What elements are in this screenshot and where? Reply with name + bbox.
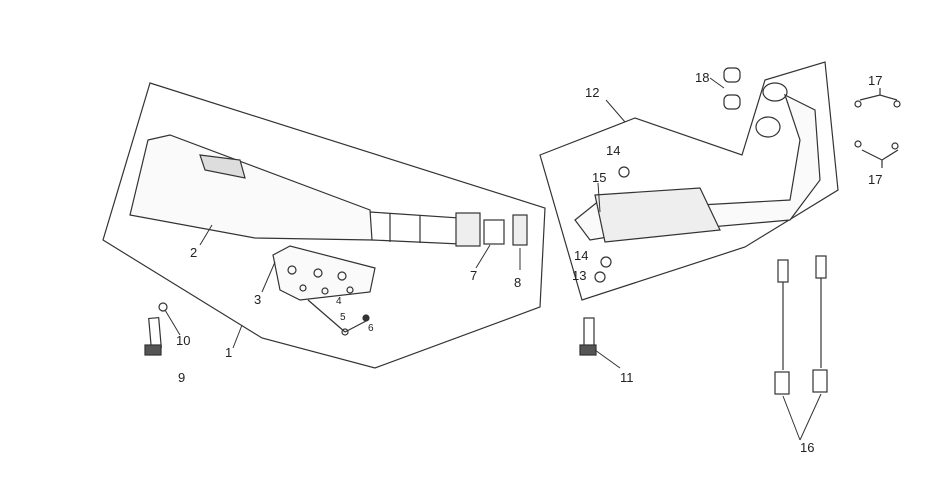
- label-5: 5: [340, 312, 346, 323]
- label-17-upper: 17: [868, 73, 883, 88]
- label-8: 8: [514, 275, 522, 290]
- label-17-lower: 17: [868, 172, 883, 187]
- label-13: 13: [572, 268, 587, 283]
- label-12: 12: [585, 85, 600, 100]
- nut-14-upper: [618, 166, 630, 178]
- clamp-8: [512, 214, 528, 246]
- bolt-9: [144, 316, 162, 356]
- label-11: 11: [620, 370, 634, 385]
- label-2: 2: [190, 245, 198, 260]
- label-1: 1: [225, 345, 233, 360]
- muffler-group-outline: [102, 82, 546, 369]
- label-14-lower: 14: [574, 248, 589, 263]
- label-6: 6: [368, 323, 374, 334]
- studs-17: [854, 88, 901, 168]
- oxygen-sensors-16: [774, 255, 828, 395]
- gasket-7: [483, 219, 505, 245]
- header-group-outline: [539, 61, 839, 301]
- exhaust-header: [574, 82, 821, 243]
- muffler: [129, 134, 481, 247]
- label-9: 9: [178, 370, 186, 385]
- gaskets-18: [723, 67, 741, 110]
- bolt-11: [579, 317, 597, 356]
- nut-14-lower: [600, 256, 612, 268]
- label-16: 16: [800, 440, 815, 455]
- label-15: 15: [592, 170, 607, 185]
- label-18: 18: [695, 70, 710, 85]
- leader-lines: [164, 77, 822, 441]
- label-4: 4: [336, 296, 342, 307]
- washer-13: [594, 271, 606, 283]
- heat-shield: [272, 245, 376, 336]
- label-3: 3: [254, 292, 262, 307]
- label-10: 10: [176, 333, 191, 348]
- label-7: 7: [470, 268, 478, 283]
- label-14-upper: 14: [606, 143, 621, 158]
- washer-10: [158, 302, 168, 312]
